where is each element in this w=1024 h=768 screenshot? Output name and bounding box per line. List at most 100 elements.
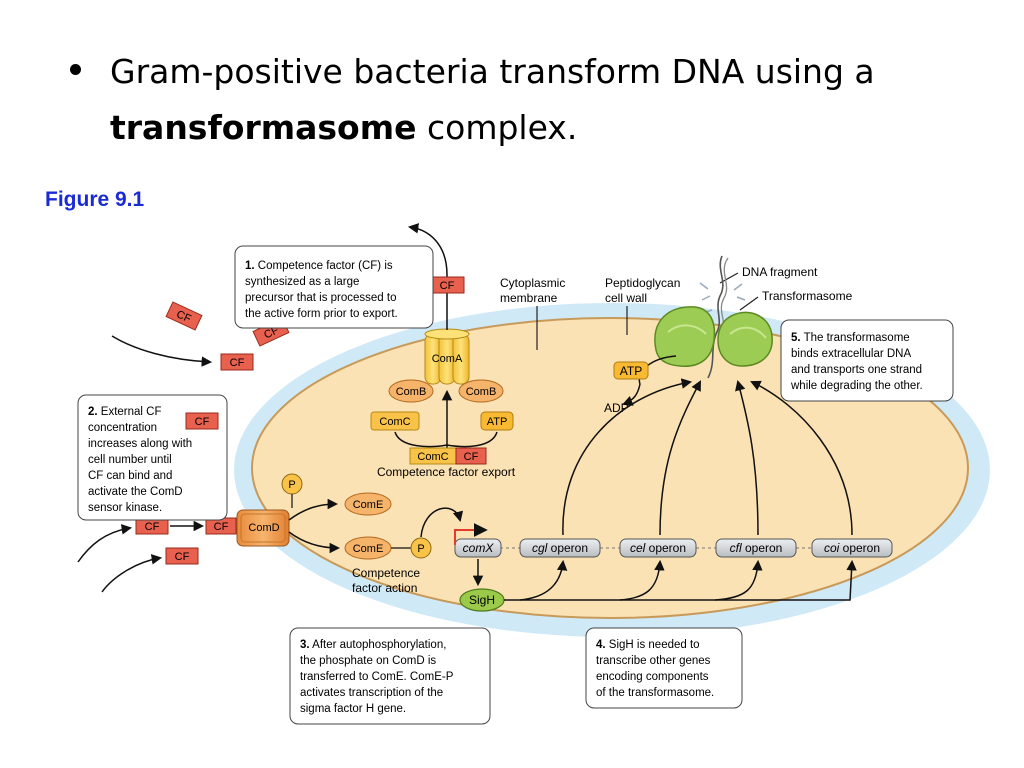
svg-text:and transports one strand: and transports one strand [791, 364, 922, 376]
export-curve-right [446, 431, 498, 448]
phosphate-come [410, 537, 432, 559]
sigh-label: SigH [469, 593, 495, 607]
gene-cfl-operon: cfl operon [715, 538, 797, 558]
svg-text:2. External CF: 2. External CF [88, 406, 162, 418]
comb-left-label: ComB [396, 386, 427, 398]
svg-text:CF: CF [262, 324, 281, 341]
comc-label: ComC [379, 416, 410, 428]
arrow-cgl-to-transformasome [562, 378, 693, 536]
svg-text:cgl operon: cgl operon [532, 541, 588, 555]
svg-text:activate the ComD: activate the ComD [88, 486, 183, 498]
label-cell-wall: cell wall [605, 291, 647, 305]
comb-right-label: ComB [466, 386, 497, 398]
atp-label-transformasome: ATP [620, 364, 642, 378]
svg-text:cfl operon: cfl operon [730, 541, 783, 555]
svg-text:encoding components: encoding components [596, 671, 709, 683]
comc-box [370, 411, 420, 431]
transformasome-pointer [739, 296, 759, 311]
bullet-line-2: transformasome complex. [110, 108, 577, 147]
svg-text:activates transcription of the: activates transcription of the [300, 687, 443, 699]
label-membrane: membrane [500, 291, 558, 305]
svg-text:cel operon: cel operon [630, 541, 686, 555]
svg-text:concentration: concentration [88, 422, 157, 434]
sigh-to-cfl [714, 559, 763, 601]
comep-to-comx-arrow [420, 507, 464, 538]
cf-box-top [220, 353, 254, 371]
svg-text:transcribe other genes: transcribe other genes [596, 655, 711, 667]
svg-text:sensor kinase.: sensor kinase. [88, 502, 162, 514]
callout-4: 4. SigH is needed to transcribe other ge… [585, 627, 743, 709]
comc-precursor-label: ComC [417, 451, 448, 463]
transformasome-complex [654, 306, 773, 367]
cf-incoming-arrow-top [111, 335, 213, 367]
atp-box-transformasome [613, 361, 649, 380]
cf-incoming-arrow-bottom [101, 554, 163, 593]
comd-label: ComD [248, 522, 279, 534]
promoter-arrow [454, 523, 488, 545]
dna-strand-a [707, 255, 724, 379]
arrow-cel-to-transformasome [659, 380, 701, 536]
bullet-dot [70, 64, 81, 75]
svg-text:cell number until: cell number until [88, 454, 172, 466]
phosphate-come-label: P [417, 543, 424, 555]
competence-action-1: Competence [352, 566, 420, 580]
svg-text:4. SigH is needed to: 4. SigH is needed to [596, 639, 700, 651]
svg-text:the phosphate on ComD is: the phosphate on ComD is [300, 655, 436, 667]
svg-text:of the transformasome.: of the transformasome. [596, 687, 714, 699]
cf-incoming-arrow-middle [77, 524, 133, 563]
atp-box-export [480, 411, 514, 431]
comd-to-come-arrow [288, 498, 339, 521]
bullet-line-1: Gram-positive bacteria transform DNA usi… [110, 52, 875, 91]
cf-label-top: CF [230, 357, 245, 369]
comb-left [388, 379, 434, 403]
come-label: ComE [353, 499, 384, 511]
sigh-to-cel [619, 559, 665, 601]
callout-3: 3. After autophosphorylation, the phosph… [289, 627, 491, 725]
phosphate-comd-label: P [288, 479, 295, 491]
cf-export-caption: Competence factor export [377, 465, 516, 479]
svg-text:CF can bind and: CF can bind and [88, 470, 172, 482]
bullet-bold-term: transformasome [110, 108, 417, 147]
comd-to-comep-arrow [288, 531, 341, 554]
export-curve-left [394, 431, 448, 448]
cf-label-export: CF [440, 280, 455, 292]
svg-text:comX: comX [463, 541, 495, 555]
comd-receptor [236, 509, 290, 547]
svg-text:while degrading the other.: while degrading the other. [790, 380, 923, 392]
svg-text:increases along with: increases along with [88, 438, 192, 450]
arrow-cfl-to-transformasome [735, 379, 759, 536]
svg-text:1. Competence factor (CF) is: 1. Competence factor (CF) is [245, 260, 393, 272]
atp-label-export: ATP [487, 416, 508, 428]
label-dna-fragment: DNA fragment [742, 265, 818, 279]
svg-text:binds extracellular DNA: binds extracellular DNA [791, 348, 911, 360]
degraded-dna-fragments [699, 282, 746, 313]
cf-box-bottom [165, 547, 199, 565]
svg-text:transferred to ComE. ComE-P: transferred to ComE. ComE-P [300, 671, 454, 683]
svg-text:coi operon: coi operon [824, 541, 880, 555]
label-transformasome: Transformasome [762, 289, 853, 303]
cf-export-arrow [407, 223, 448, 276]
adp-label: ADP [604, 401, 629, 415]
bullet-line-2-rest: complex. [416, 108, 578, 147]
svg-text:3. After autophosphorylation,: 3. After autophosphorylation, [300, 639, 446, 651]
sigh-to-cgl [519, 559, 568, 601]
sigh-bus-coi [504, 559, 857, 601]
comep-label: ComE [353, 543, 384, 555]
svg-text:sigma factor H gene.: sigma factor H gene. [300, 703, 406, 715]
gene-coi-operon: coi operon [811, 538, 893, 558]
come-protein [344, 492, 392, 516]
cf-precursor-label: CF [464, 451, 479, 463]
label-cytoplasmic: Cytoplasmic [500, 276, 565, 290]
cf-floating-1: CF [165, 301, 203, 331]
figure-label: Figure 9.1 [45, 188, 145, 211]
svg-text:CF: CF [174, 308, 193, 325]
competence-action-2: factor action [352, 581, 417, 595]
coma-transporter [424, 328, 470, 385]
callout-1: 1. Competence factor (CF) is synthesized… [234, 245, 434, 329]
svg-text:precursor that is processed to: precursor that is processed to [245, 292, 397, 304]
svg-text:5. The transformasome: 5. The transformasome [791, 332, 910, 344]
gene-cel-operon: cel operon [619, 538, 697, 558]
callout-5: 5. The transformasome binds extracellula… [780, 319, 954, 402]
svg-text:synthesized as a large: synthesized as a large [245, 276, 359, 288]
